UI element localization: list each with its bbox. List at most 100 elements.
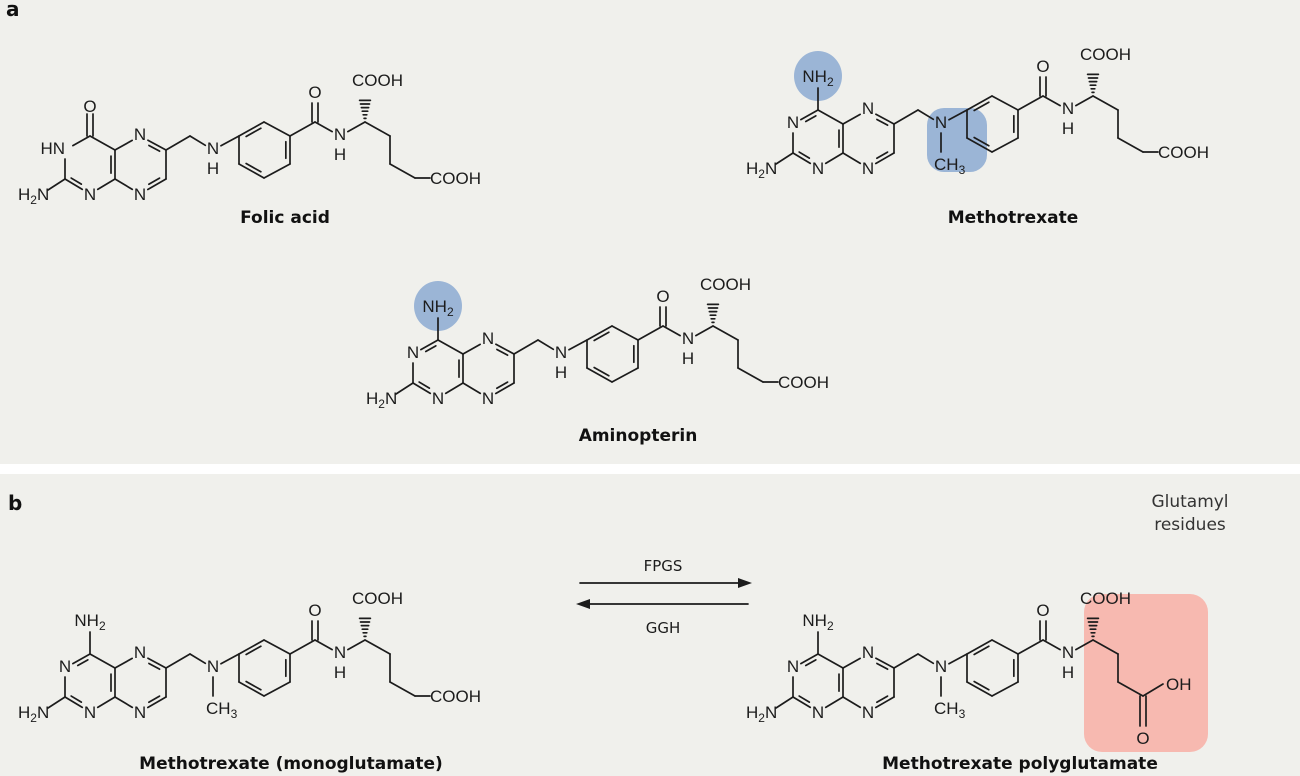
bond <box>611 367 639 383</box>
atom-label: COOH <box>1080 45 1131 64</box>
bond <box>966 639 993 655</box>
atom-label: O <box>1136 729 1149 748</box>
bond <box>89 135 116 151</box>
atom-label: HN <box>40 139 65 158</box>
bond <box>513 339 539 355</box>
caption-methotrexate: Methotrexate <box>948 208 1079 228</box>
bond <box>586 325 613 341</box>
bond <box>1092 95 1119 111</box>
atom-label: N <box>682 329 694 348</box>
atom-label: O <box>308 601 321 620</box>
atom-label: N <box>334 125 346 144</box>
atom-label: CH3 <box>934 699 966 721</box>
bond <box>114 178 134 191</box>
bond <box>842 657 861 669</box>
bond <box>114 696 134 709</box>
caption-methotrexate-monoglutamate: Methotrexate (monoglutamate) <box>139 754 443 774</box>
bond <box>263 121 291 137</box>
bond <box>966 681 993 697</box>
caption-folic-acid: Folic acid <box>240 208 330 228</box>
bond <box>424 344 437 353</box>
bond <box>662 325 681 337</box>
panel-letter-b: b <box>8 491 22 515</box>
atom-label: N <box>134 185 146 204</box>
bond <box>389 163 416 179</box>
bond <box>165 653 191 669</box>
enzyme-fpgs-label: FPGS <box>644 557 683 575</box>
atom-label: O <box>308 83 321 102</box>
bond <box>874 696 895 709</box>
atom-label: COOH <box>352 71 403 90</box>
bond <box>775 696 794 709</box>
atom-label: N <box>134 643 146 662</box>
bond <box>1092 639 1119 655</box>
bond <box>462 343 481 355</box>
atom-label: NH2 <box>74 611 106 633</box>
bond <box>991 639 1019 655</box>
bond <box>238 639 265 655</box>
bond <box>876 118 889 127</box>
atom-label: OH <box>1166 675 1192 694</box>
bond <box>948 653 968 665</box>
bond <box>289 121 316 137</box>
bond <box>420 339 439 351</box>
atom-label: COOH <box>1080 589 1131 608</box>
bond <box>586 367 613 383</box>
bond <box>96 696 116 709</box>
equilibrium-arrows <box>576 578 752 609</box>
bond <box>289 639 316 655</box>
bond <box>817 653 844 669</box>
atom-label: COOH <box>700 275 751 294</box>
atom-label: N <box>407 343 419 362</box>
bond <box>263 639 291 655</box>
bond <box>842 152 862 165</box>
bond <box>875 151 889 160</box>
bond <box>875 657 895 669</box>
atom-label: NH2 <box>422 297 454 319</box>
bond <box>824 696 844 709</box>
bond <box>395 382 414 395</box>
bond <box>347 121 366 133</box>
bond <box>189 135 207 147</box>
bond <box>973 101 990 112</box>
bond <box>737 367 764 383</box>
atom-label: N <box>482 329 494 348</box>
atom-label: COOH <box>430 687 481 706</box>
bond <box>314 639 333 651</box>
atom-label: N <box>787 113 799 132</box>
atom-label: O <box>1036 601 1049 620</box>
bond <box>437 339 464 355</box>
bond <box>263 163 291 179</box>
bond <box>893 109 919 125</box>
bond <box>875 113 895 125</box>
atom-label: H <box>1062 119 1074 138</box>
atom-label: H <box>555 363 567 382</box>
bond <box>792 152 812 165</box>
highlight-n-methyl <box>927 108 987 172</box>
bond <box>973 136 990 147</box>
bond <box>72 653 91 665</box>
bond <box>220 135 240 147</box>
atom-label: NH2 <box>802 611 834 633</box>
bond <box>189 653 207 665</box>
bond <box>1017 95 1044 111</box>
highlight-amino <box>794 51 842 101</box>
bond <box>1017 639 1044 655</box>
atom-label: N <box>482 389 494 408</box>
bond <box>593 331 610 342</box>
bond <box>792 696 812 709</box>
bond <box>347 639 366 651</box>
bond <box>1042 95 1061 107</box>
atom-label: O <box>656 287 669 306</box>
atom-label: N <box>935 113 947 132</box>
atom-label: NH2 <box>802 67 834 89</box>
bond <box>64 178 84 191</box>
atom-label: COOH <box>778 373 829 392</box>
bond <box>800 109 819 121</box>
bond <box>712 325 739 341</box>
atom-label: O <box>83 97 96 116</box>
